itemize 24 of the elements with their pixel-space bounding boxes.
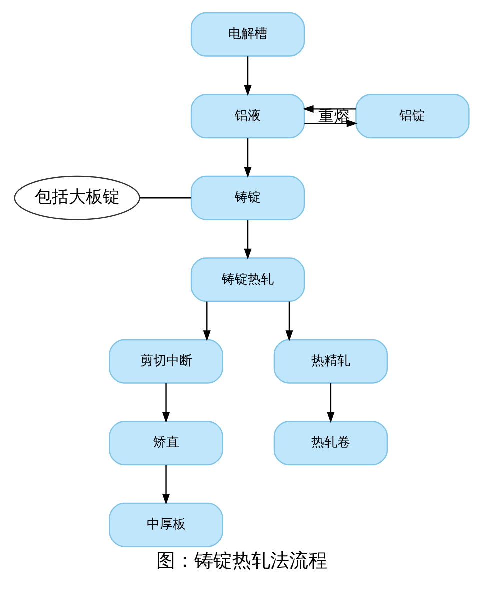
node-box: 铸锭 (190, 176, 306, 220)
arrow (302, 105, 356, 113)
arrow (244, 56, 252, 96)
arrow (203, 302, 211, 342)
node-box: 铝液 (190, 94, 306, 139)
node-box: 剪切中断 (109, 339, 224, 384)
node-box: 矫直 (109, 421, 224, 466)
arrow (244, 220, 252, 260)
node-box: 热精轧 (274, 339, 388, 384)
arrow (304, 120, 358, 128)
arrow (162, 465, 170, 505)
caption: 图：铸锭热轧法流程 (156, 548, 328, 572)
arrow (244, 138, 252, 178)
arrow (162, 384, 170, 424)
node-box: 热轧卷 (274, 421, 388, 466)
node-box: 铸锭热轧 (190, 258, 306, 302)
connector (140, 198, 192, 199)
node-box: 中厚板 (109, 502, 224, 548)
arrow (286, 302, 294, 342)
node-box: 铝锭 (356, 94, 470, 139)
edge-label: 重熔 (318, 108, 351, 126)
node-ellipse: 包括大板锭 (14, 176, 140, 220)
arrow (327, 384, 335, 424)
node-box: 电解槽 (190, 12, 306, 57)
